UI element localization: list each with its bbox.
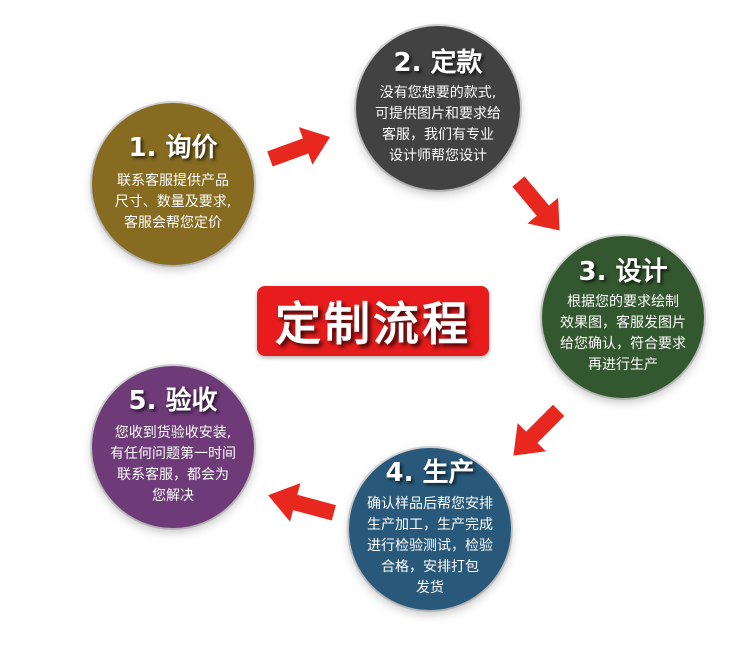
step-2-circle: 2. 定款 没有您想要的款式, 可提供图片和要求给 客服，我们有专业 设计师帮您… bbox=[356, 26, 520, 190]
step-5-description: 您收到货验收安装, 有任何问题第一时间 联系客服，都会为 您解决 bbox=[110, 423, 236, 507]
arrow-step2-to-step3-icon bbox=[512, 176, 560, 231]
step-3-circle: 3. 设计 根据您的要求绘制 效果图，客服发图片 给您确认，符合要求 再进行生产 bbox=[542, 236, 704, 398]
arrow-step4-to-step5-icon bbox=[268, 483, 336, 522]
step-2-description: 没有您想要的款式, 可提供图片和要求给 客服，我们有专业 设计师帮您设计 bbox=[375, 83, 501, 167]
step-4-description: 确认样品后帮您安排 生产加工，生产完成 进行检验测试，检验 合格，安排打包 发货 bbox=[367, 494, 493, 599]
step-2-line: 可提供图片和要求给 bbox=[375, 106, 501, 123]
step-5-line: 您收到货验收安装, bbox=[114, 425, 232, 442]
step-1-circle: 1. 询价 联系客服提供产品 尺寸、数量及要求, 客服会帮您定价 bbox=[92, 103, 254, 265]
step-1-line: 客服会帮您定价 bbox=[123, 214, 222, 231]
arrow-step1-to-step2-icon bbox=[267, 127, 331, 167]
step-4-line: 生产加工，生产完成 bbox=[367, 516, 493, 533]
step-4-line: 确认样品后帮您安排 bbox=[367, 495, 493, 512]
step-4-line: 进行检验测试，检验 bbox=[367, 537, 493, 554]
arrow-step3-to-step4-icon bbox=[513, 404, 565, 456]
process-title-banner: 定制流程 bbox=[257, 286, 489, 356]
step-3-line: 效果图，客服发图片 bbox=[560, 315, 686, 332]
step-3-description: 根据您的要求绘制 效果图，客服发图片 给您确认，符合要求 再进行生产 bbox=[560, 292, 686, 376]
arrow-shape bbox=[268, 483, 336, 522]
arrow-shape bbox=[267, 127, 331, 167]
step-1-description: 联系客服提供产品 尺寸、数量及要求, 客服会帮您定价 bbox=[115, 171, 231, 234]
step-4-line: 合格，安排打包 bbox=[381, 558, 479, 575]
arrow-shape bbox=[512, 176, 560, 231]
arrow-shape bbox=[513, 404, 565, 456]
step-1-title: 1. 询价 bbox=[128, 133, 218, 164]
step-2-line: 没有您想要的款式, bbox=[379, 85, 497, 102]
step-4-line: 发货 bbox=[416, 579, 444, 596]
step-3-line: 根据您的要求绘制 bbox=[567, 294, 679, 311]
step-4-circle: 4. 生产 确认样品后帮您安排 生产加工，生产完成 进行检验测试，检验 合格，安… bbox=[349, 448, 511, 610]
step-2-title: 2. 定款 bbox=[393, 47, 483, 78]
step-2-line: 设计师帮您设计 bbox=[389, 148, 487, 165]
step-4-title: 4. 生产 bbox=[385, 458, 475, 489]
step-1-line: 联系客服提供产品 bbox=[116, 172, 229, 189]
step-5-line: 有任何问题第一时间 bbox=[110, 446, 236, 463]
step-5-line: 您解决 bbox=[152, 488, 194, 505]
step-5-circle: 5. 验收 您收到货验收安装, 有任何问题第一时间 联系客服，都会为 您解决 bbox=[92, 366, 254, 528]
step-3-title: 3. 设计 bbox=[578, 256, 668, 287]
step-3-line: 再进行生产 bbox=[588, 357, 658, 374]
step-3-line: 给您确认，符合要求 bbox=[560, 336, 686, 353]
step-5-title: 5. 验收 bbox=[128, 385, 218, 416]
step-1-line: 尺寸、数量及要求, bbox=[114, 193, 232, 210]
step-5-line: 联系客服，都会为 bbox=[117, 467, 229, 484]
step-2-line: 客服，我们有专业 bbox=[382, 127, 494, 144]
